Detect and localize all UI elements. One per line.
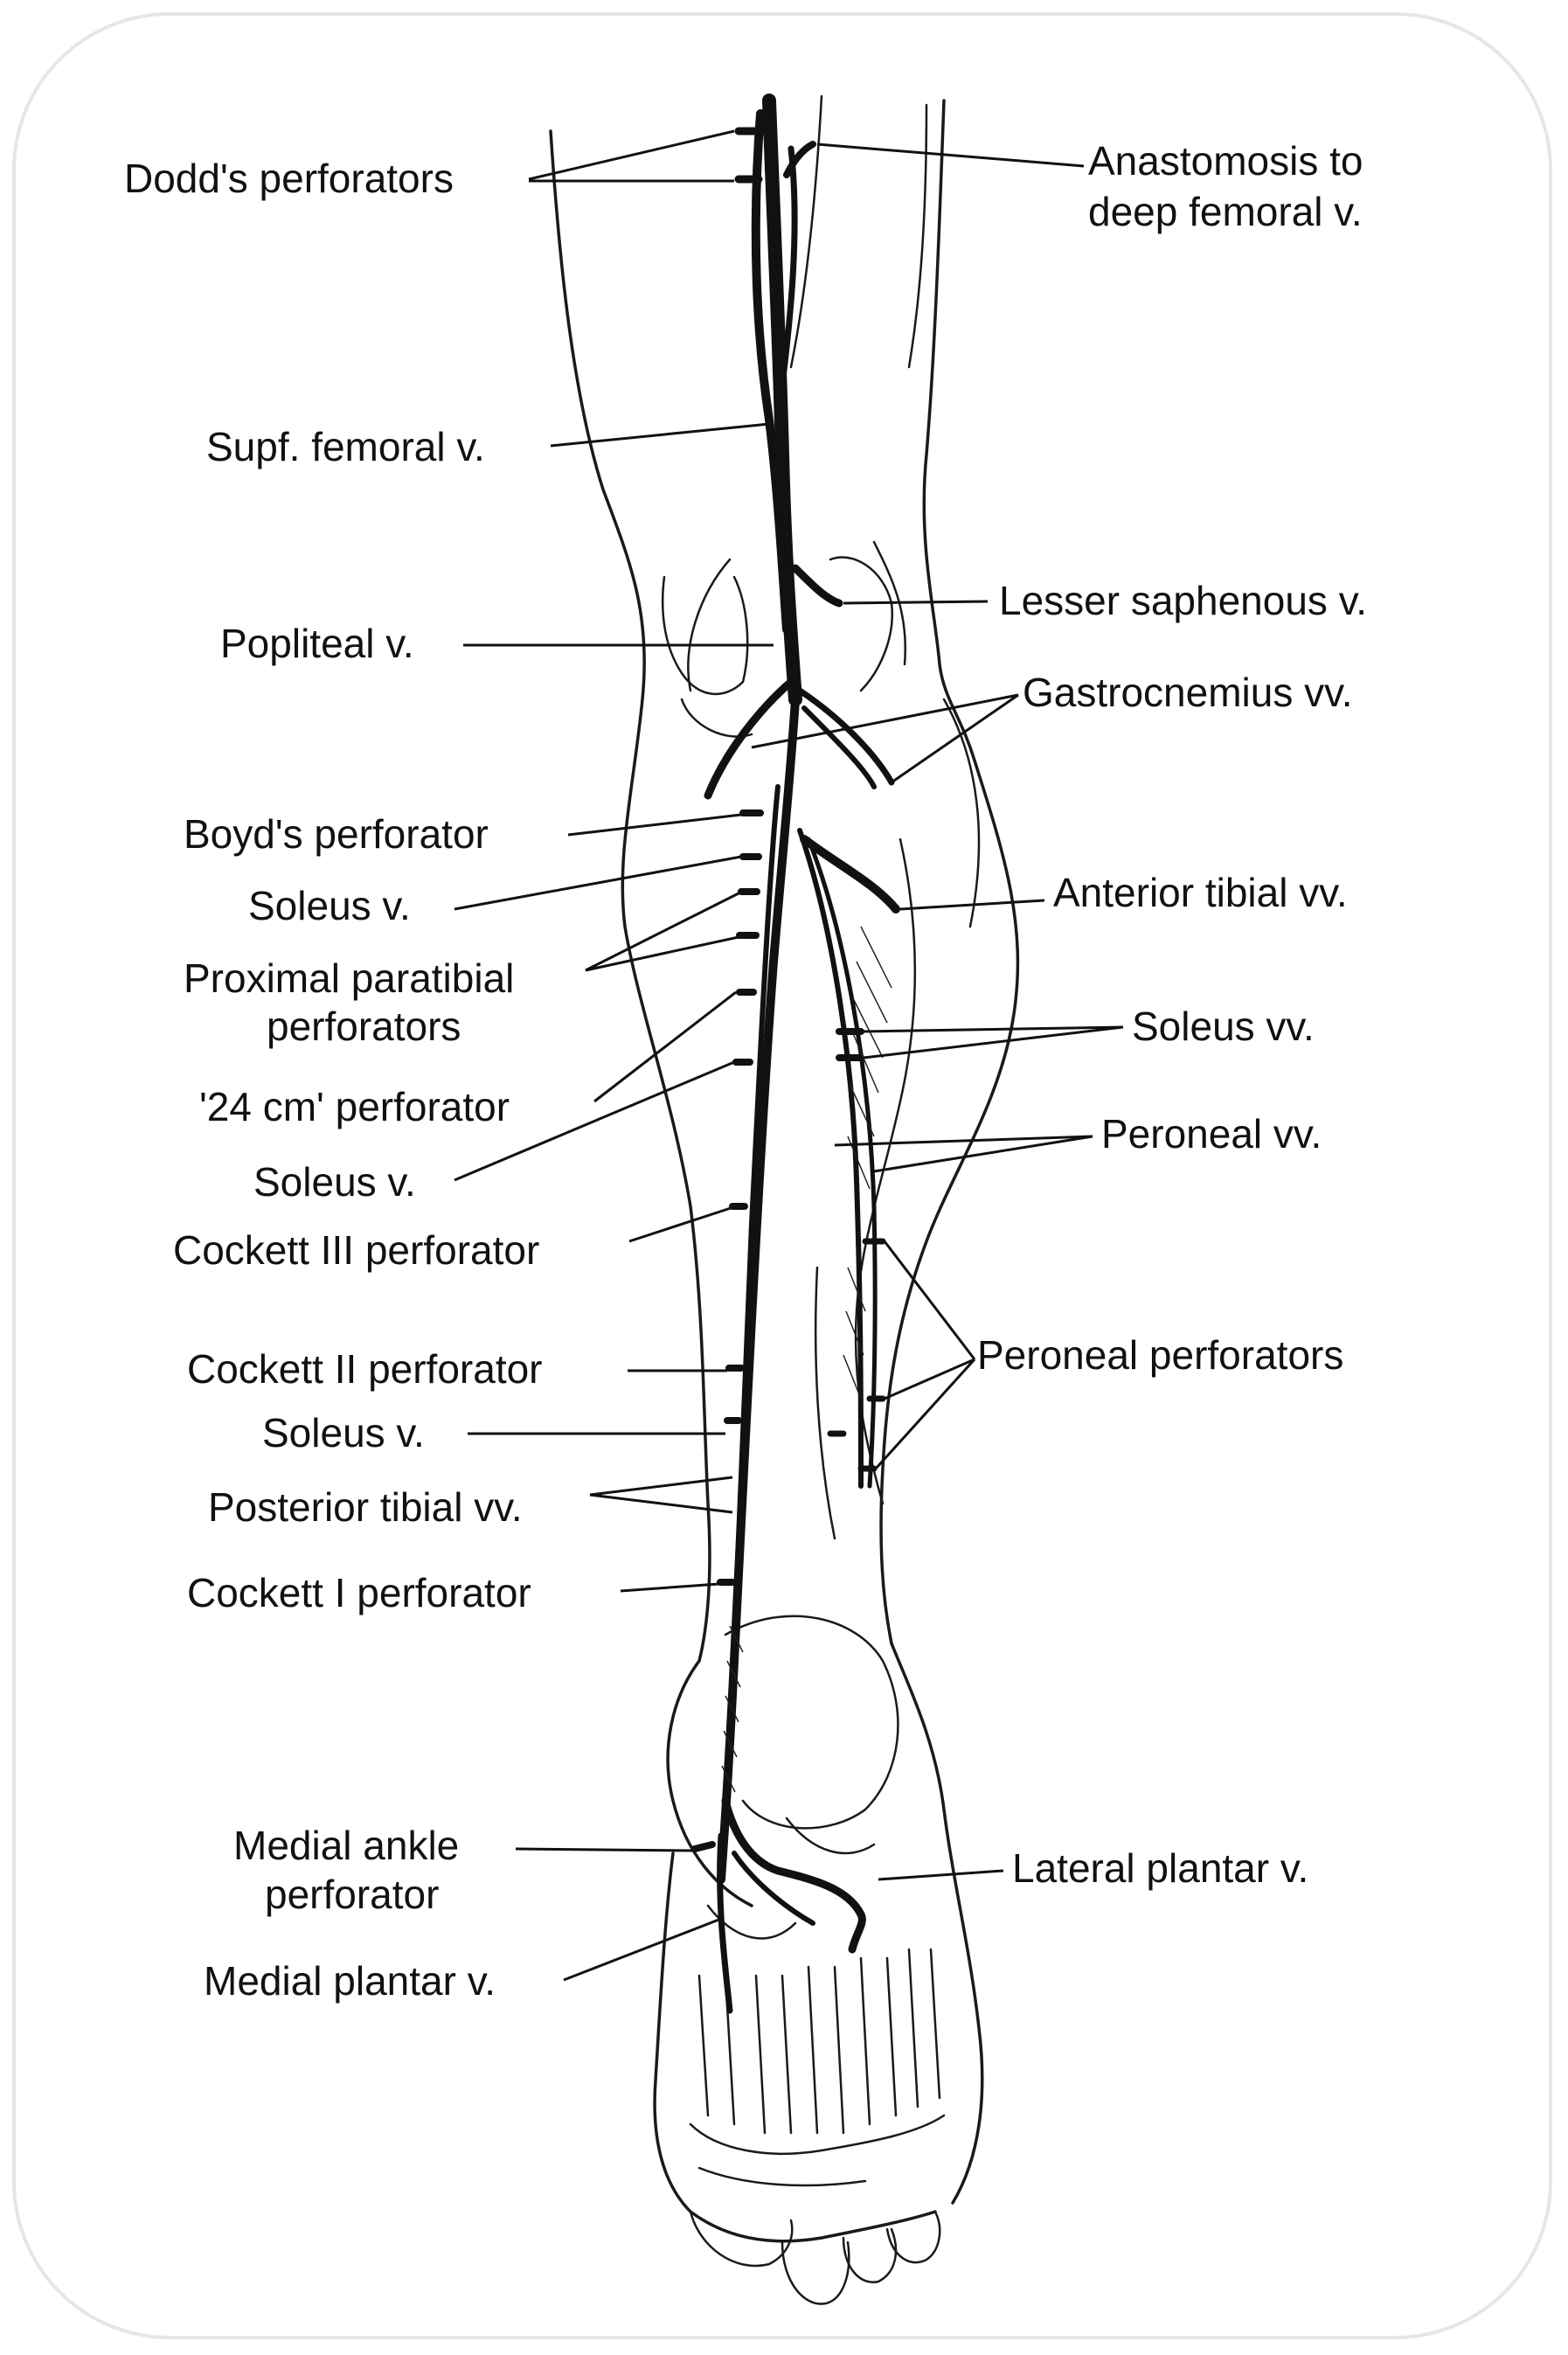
leader-lines [454, 131, 1123, 1980]
label-lesser-saphenous: Lesser saphenous v. [999, 578, 1367, 623]
label-lateral-plantar: Lateral plantar v. [1012, 1845, 1308, 1891]
label-anterior-tibial: Anterior tibial vv. [1053, 870, 1348, 915]
label-anastomosis-line1: Anastomosis to [1088, 138, 1363, 184]
label-24cm-perforator: '24 cm' perforator [199, 1084, 510, 1129]
label-proximal-paratibial-line2: perforators [267, 1004, 461, 1049]
veins [695, 101, 896, 2011]
label-posterior-tibial: Posterior tibial vv. [208, 1484, 523, 1530]
label-popliteal: Popliteal v. [220, 621, 414, 666]
label-peroneal-perforators: Peroneal perforators [977, 1332, 1343, 1378]
label-anastomosis-line2: deep femoral v. [1088, 189, 1363, 234]
label-soleus-vv: Soleus vv. [1132, 1004, 1315, 1049]
label-dodds-perforators: Dodd's perforators [124, 156, 454, 201]
label-soleus-v-3: Soleus v. [262, 1410, 425, 1455]
label-cockett-i: Cockett I perforator [187, 1570, 531, 1615]
label-supf-femoral: Supf. femoral v. [206, 424, 485, 469]
label-proximal-paratibial-line1: Proximal paratibial [184, 955, 514, 1001]
label-gastrocnemius: Gastrocnemius vv. [1023, 670, 1352, 715]
label-medial-ankle-line1: Medial ankle [233, 1823, 459, 1868]
label-cockett-iii: Cockett III perforator [173, 1227, 539, 1273]
label-soleus-v-2: Soleus v. [253, 1159, 416, 1205]
label-soleus-v-1: Soleus v. [248, 883, 411, 928]
label-peroneal-vv: Peroneal vv. [1101, 1111, 1322, 1157]
label-medial-ankle-line2: perforator [265, 1872, 439, 1917]
labels: Dodd's perforators Anastomosis to deep f… [124, 138, 1367, 2004]
label-cockett-ii: Cockett II perforator [187, 1346, 543, 1392]
label-boyds-perforator: Boyd's perforator [184, 811, 489, 857]
label-medial-plantar: Medial plantar v. [204, 1958, 496, 2004]
